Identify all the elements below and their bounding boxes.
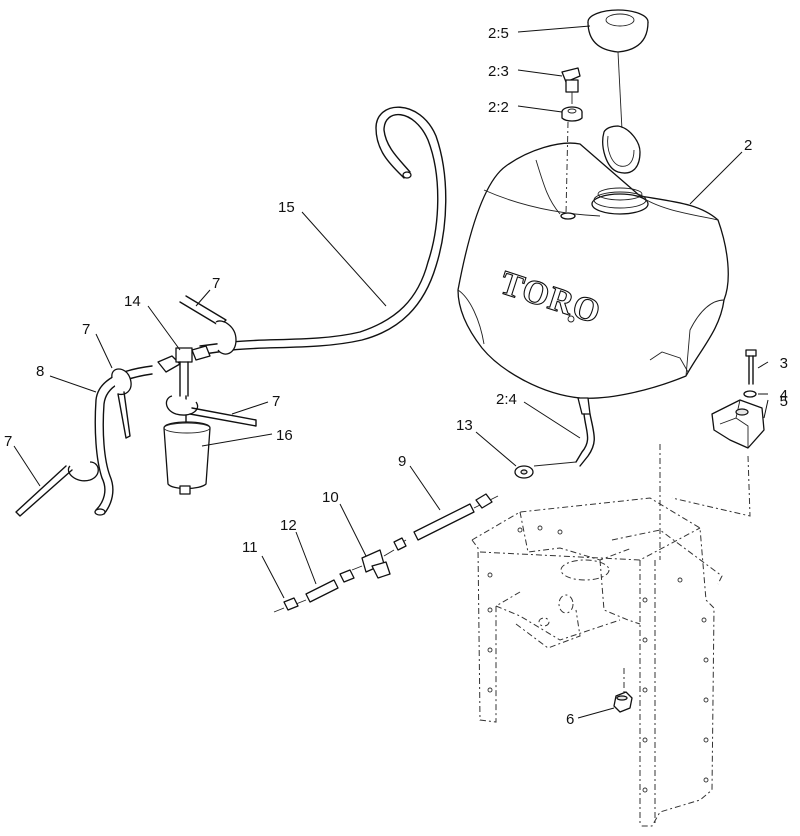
bolt	[745, 349, 757, 385]
grommet-2-2	[561, 106, 583, 215]
callout-2-3: 2:3	[488, 63, 509, 80]
washer	[743, 390, 757, 398]
hose-15	[199, 106, 447, 355]
cable-tie-7b	[111, 368, 132, 439]
callout-2: 2	[744, 137, 752, 154]
mount-bracket	[711, 399, 765, 449]
callout-13: 13	[456, 417, 473, 434]
hose-9	[393, 493, 499, 551]
cable-tie-7d	[15, 461, 99, 517]
fitting-11	[273, 597, 299, 613]
vent-fitting	[561, 67, 581, 104]
callout-2-4: 2:4	[496, 391, 517, 408]
callout-6: 6	[566, 711, 574, 728]
callout-7-left: 7	[82, 321, 90, 338]
hose-12	[295, 569, 355, 605]
frame-bracket	[471, 444, 751, 827]
callout-5: 5	[780, 393, 788, 410]
callout-7-upper: 7	[212, 275, 220, 292]
cable-tie-7c	[165, 395, 257, 427]
callout-7-filter: 7	[272, 393, 280, 410]
callout-8: 8	[36, 363, 44, 380]
callout-labels: 2:5 2:3 2:2 2 15 7 14 7 8 7 7 16 3 4 5 2…	[4, 25, 788, 728]
tank-cap	[587, 9, 649, 174]
callout-2-5: 2:5	[488, 25, 509, 42]
callout-16: 16	[276, 427, 293, 444]
shutoff-valve	[351, 549, 395, 579]
callout-11: 11	[242, 539, 258, 556]
callout-2-2: 2:2	[488, 99, 509, 116]
tee-fitting	[157, 345, 211, 397]
callout-10: 10	[322, 489, 339, 506]
fuel-tank: TORO	[457, 142, 729, 467]
callout-14: 14	[124, 293, 141, 310]
leader-lines	[13, 25, 769, 719]
cable-tie-7a	[179, 295, 237, 355]
callout-15: 15	[278, 199, 295, 216]
callout-3: 3	[780, 355, 788, 372]
callout-7-lower: 7	[4, 433, 12, 450]
callout-12: 12	[280, 517, 297, 534]
callout-9: 9	[398, 453, 406, 470]
nut	[613, 691, 633, 713]
grommet-13	[514, 461, 577, 479]
callout-4: 4	[780, 387, 788, 404]
